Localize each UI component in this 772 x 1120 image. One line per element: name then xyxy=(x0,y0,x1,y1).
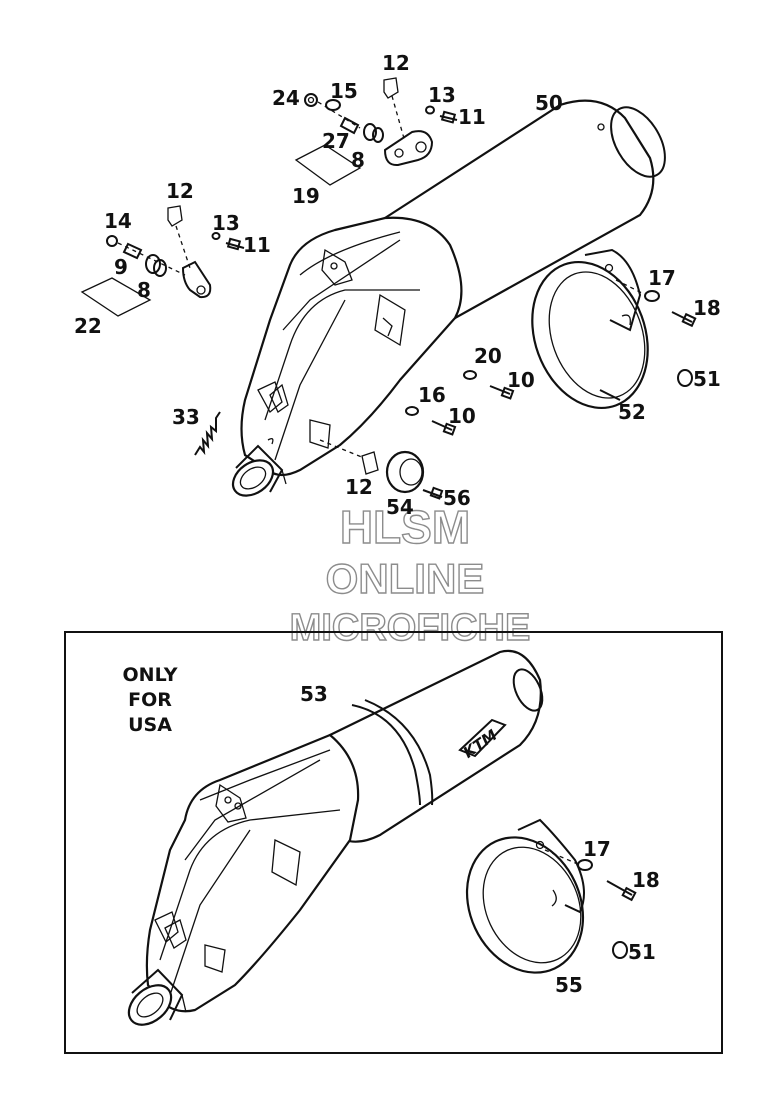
watermark-line-2: ONLINE xyxy=(326,555,485,602)
label-18a: 18 xyxy=(693,296,721,320)
washer-15 xyxy=(325,99,341,111)
usa-note-line-3: USA xyxy=(128,714,172,736)
silencer-sleeve xyxy=(240,216,463,477)
spring-33 xyxy=(194,411,221,456)
mounting-hardware-top xyxy=(294,77,458,186)
label-17a: 17 xyxy=(648,266,676,290)
part-number-labels: 12 24 15 13 11 27 8 19 50 12 14 13 11 9 … xyxy=(74,51,721,997)
usa-note-line-2: FOR xyxy=(128,689,172,711)
label-50: 50 xyxy=(535,91,563,115)
clamp-52 xyxy=(531,248,697,410)
label-8b: 8 xyxy=(137,278,151,302)
usa-note-line-1: ONLY xyxy=(123,664,178,686)
label-51b: 51 xyxy=(628,940,656,964)
label-13b: 13 xyxy=(212,211,240,235)
label-8a: 8 xyxy=(351,148,365,172)
mounting-hardware-right xyxy=(405,370,515,436)
watermark: HLSM ONLINE MICROFICHE xyxy=(289,500,531,649)
label-14: 14 xyxy=(104,209,132,233)
bracket-19 xyxy=(383,130,434,167)
label-22: 22 xyxy=(74,314,102,338)
label-11a: 11 xyxy=(458,105,486,129)
silencer-assembly-upper xyxy=(231,99,666,497)
label-27: 27 xyxy=(322,129,350,153)
label-16: 16 xyxy=(418,383,446,407)
label-12c: 12 xyxy=(345,475,373,499)
usa-only-note: ONLY FOR USA xyxy=(123,664,178,736)
watermark-line-3: MICROFICHE xyxy=(290,607,531,649)
label-24: 24 xyxy=(272,86,300,110)
mounting-hardware-left xyxy=(80,205,245,317)
bracket-22 xyxy=(181,260,212,299)
label-10b: 10 xyxy=(448,404,476,428)
label-12b: 12 xyxy=(166,179,194,203)
label-52: 52 xyxy=(618,400,646,424)
label-20: 20 xyxy=(474,344,502,368)
usa-only-frame xyxy=(64,631,723,1054)
damper-54 xyxy=(385,450,425,494)
label-11b: 11 xyxy=(243,233,271,257)
clip-12a xyxy=(383,77,399,99)
label-19: 19 xyxy=(292,184,320,208)
label-18b: 18 xyxy=(632,868,660,892)
nut-24 xyxy=(304,93,318,107)
watermark-line-1: HLSM xyxy=(340,501,470,553)
label-15: 15 xyxy=(330,79,358,103)
lower-hardware xyxy=(319,439,444,500)
label-55: 55 xyxy=(555,973,583,997)
label-12a: 12 xyxy=(382,51,410,75)
silencer-assembly-usa: KTM xyxy=(127,649,544,1026)
label-17b: 17 xyxy=(583,837,611,861)
label-56: 56 xyxy=(443,486,471,510)
label-53: 53 xyxy=(300,682,328,706)
label-10a: 10 xyxy=(507,368,535,392)
label-51a: 51 xyxy=(693,367,721,391)
label-13a: 13 xyxy=(428,83,456,107)
label-9: 9 xyxy=(114,255,128,279)
clamp-55 xyxy=(465,818,637,974)
label-33: 33 xyxy=(172,405,200,429)
label-54: 54 xyxy=(386,495,414,519)
